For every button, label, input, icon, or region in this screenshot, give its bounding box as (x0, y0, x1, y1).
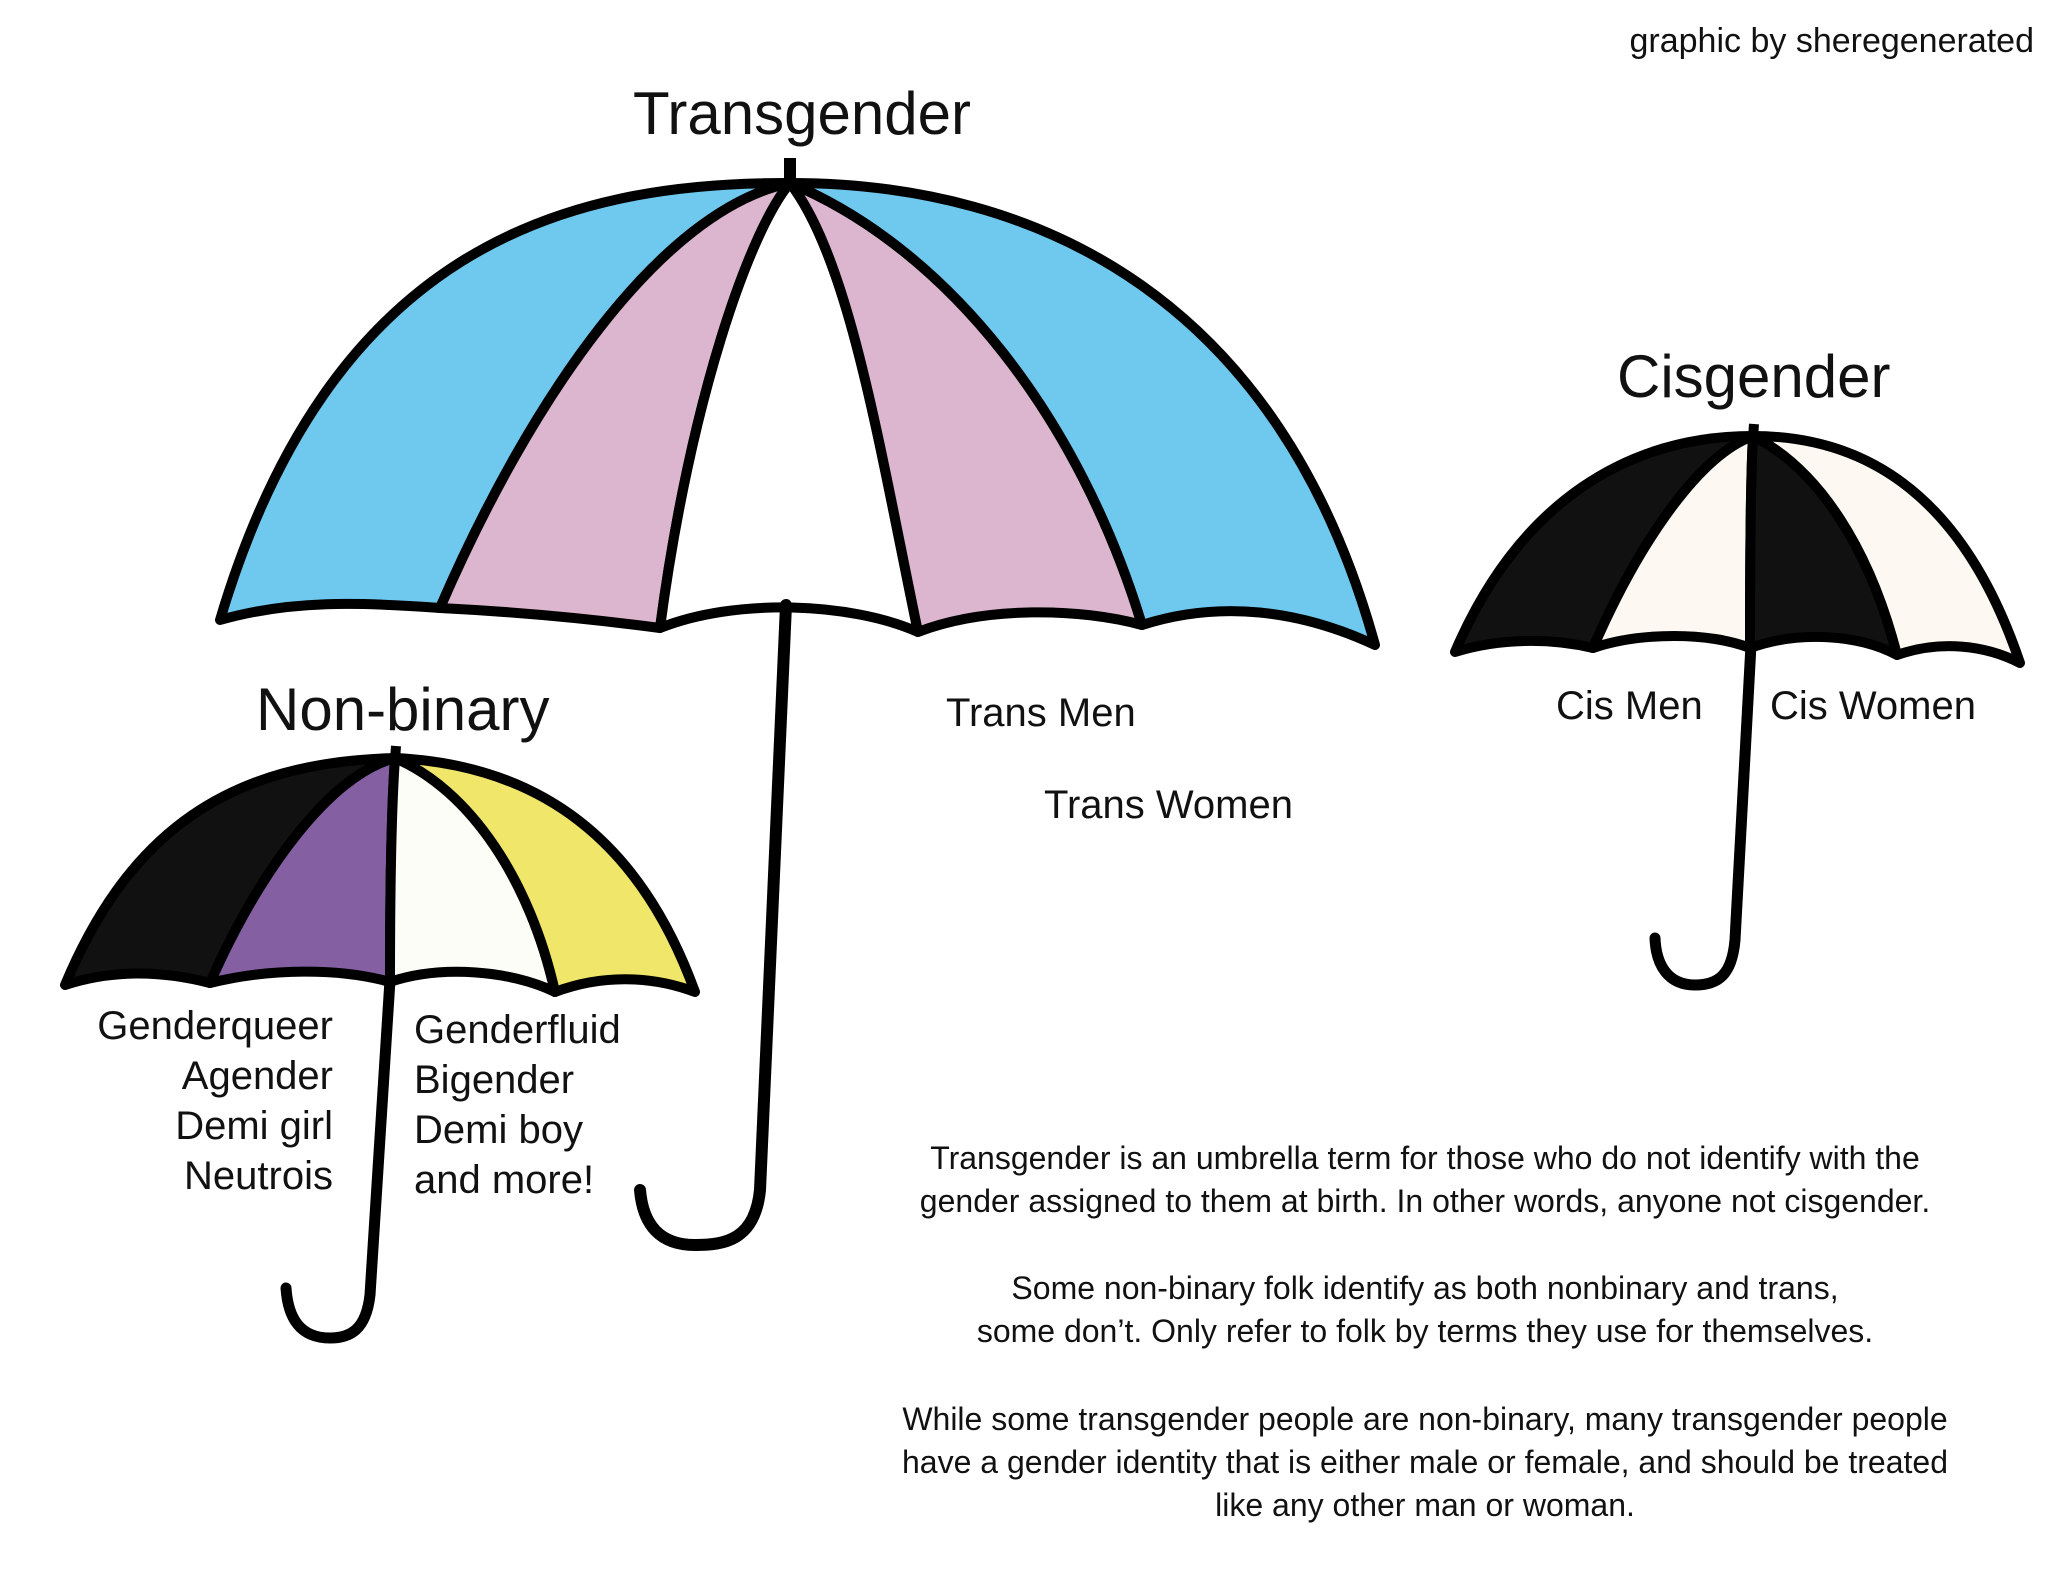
list-item: Neutrois (184, 1154, 333, 1198)
transgender-title: Transgender (633, 80, 971, 147)
list-item: Bigender (414, 1058, 575, 1102)
paragraph-line: some don’t. Only refer to folk by terms … (976, 1313, 1874, 1349)
trans-women-label: Trans Women (1044, 783, 1293, 827)
nonbinary-umbrella (60, 745, 700, 1344)
paragraph-line: Transgender is an umbrella term for thos… (930, 1140, 1920, 1176)
list-item: Demi boy (414, 1108, 583, 1152)
trans-panel-5 (785, 178, 1380, 650)
transgender-umbrella (215, 158, 1380, 1252)
list-item: Genderfluid (414, 1008, 621, 1052)
explanation-paragraph-3: While some transgender people are non-bi… (820, 1398, 2030, 1527)
trans-men-label: Trans Men (946, 691, 1136, 735)
nb-handle (280, 974, 396, 1344)
cisgender-title: Cisgender (1617, 343, 1891, 410)
paragraph-line: have a gender identity that is either ma… (902, 1444, 1948, 1480)
nonbinary-title: Non-binary (256, 676, 550, 743)
nonbinary-left-list: Genderqueer Agender Demi girl Neutrois (80, 1001, 333, 1201)
list-item: Genderqueer (97, 1004, 333, 1048)
nb-tip (390, 745, 401, 761)
cis-panel-4 (1748, 431, 2025, 668)
paragraph-line: like any other man or woman. (1215, 1487, 1635, 1523)
paragraph-line: Some non-binary folk identify as both no… (1011, 1270, 1839, 1306)
list-item: Agender (181, 1054, 333, 1098)
list-item: Demi girl (175, 1104, 333, 1148)
paragraph-line: gender assigned to them at birth. In oth… (919, 1183, 1931, 1219)
cis-tip (1748, 423, 1759, 439)
cis-handle (1649, 639, 1757, 991)
explanation-paragraph-1: Transgender is an umbrella term for thos… (820, 1137, 2030, 1223)
nonbinary-right-list: Genderfluid Bigender Demi boy and more! (414, 1005, 621, 1205)
paragraph-line: While some transgender people are non-bi… (902, 1401, 1948, 1437)
cisgender-umbrella (1450, 423, 2025, 991)
explanation-paragraph-2: Some non-binary folk identify as both no… (820, 1267, 2030, 1353)
cis-men-label: Cis Men (1556, 684, 1703, 728)
trans-handle (634, 599, 792, 1252)
cis-women-label: Cis Women (1770, 684, 1976, 728)
list-item: and more! (414, 1158, 595, 1202)
credit-text: graphic by sheregenerated (1629, 22, 2035, 60)
nb-panel-4 (390, 753, 700, 997)
